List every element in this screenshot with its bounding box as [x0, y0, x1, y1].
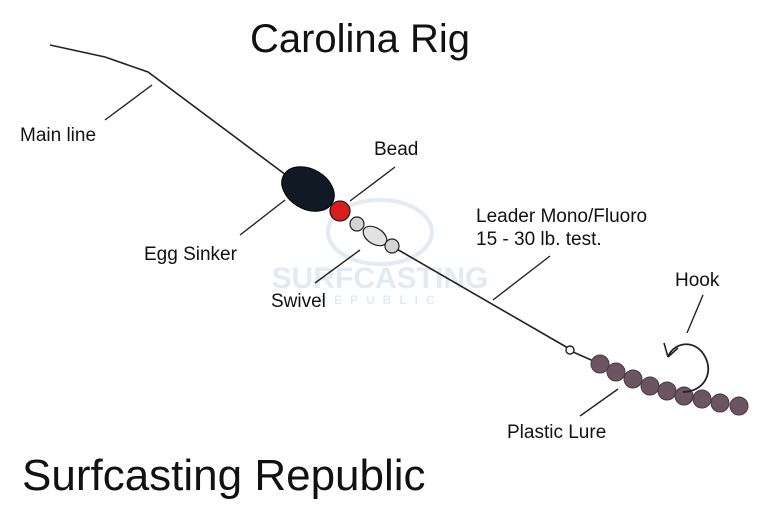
pointer-plastic-lure: [579, 388, 619, 417]
main-line: [49, 44, 291, 179]
diagram-title: Carolina Rig: [250, 17, 470, 61]
watermark: SURFCASTING REPUBLIC: [272, 198, 489, 307]
brand-name: Surfcasting Republic: [22, 451, 426, 500]
hook: [667, 343, 710, 393]
watermark-word: SURFCASTING: [272, 262, 489, 295]
pointer-bead: [349, 166, 396, 202]
lure-segment: [729, 396, 749, 416]
swivel: [349, 216, 400, 254]
plastic-lure: [590, 354, 749, 416]
lure-segment: [623, 369, 643, 389]
leader-line: [394, 247, 569, 349]
lure-segment: [692, 389, 712, 409]
watermark-emblem: [326, 198, 434, 266]
label-hook: Hook: [675, 270, 720, 291]
label-leader-line2: 15 - 30 lb. test.: [476, 229, 602, 250]
lure-segment: [606, 362, 626, 382]
watermark-sub: REPUBLIC: [317, 293, 442, 307]
pointer-hook: [686, 294, 704, 334]
pointer-leader: [492, 255, 551, 301]
pointer-swivel: [314, 249, 361, 284]
label-egg-sinker: Egg Sinker: [144, 244, 238, 265]
pointer-main-line: [104, 84, 153, 121]
lure-segment: [590, 354, 610, 374]
lure-segment: [674, 386, 694, 406]
lure-segment: [640, 376, 660, 396]
label-leader-line1: Leader Mono/Fluoro: [476, 206, 647, 227]
label-main-line: Main line: [20, 125, 96, 146]
swivel-eye-top: [349, 216, 365, 232]
label-bead: Bead: [374, 139, 418, 160]
pointer-egg-sinker: [239, 199, 286, 236]
hook-eye: [565, 345, 575, 355]
lure-segment: [657, 381, 677, 401]
lure-segment: [710, 393, 730, 413]
egg-sinker: [281, 166, 335, 212]
bead: [329, 200, 351, 222]
label-plastic-lure: Plastic Lure: [507, 422, 606, 443]
swivel-eye-bottom: [384, 238, 400, 254]
hook-barb: [663, 342, 679, 358]
label-swivel: Swivel: [271, 291, 326, 312]
